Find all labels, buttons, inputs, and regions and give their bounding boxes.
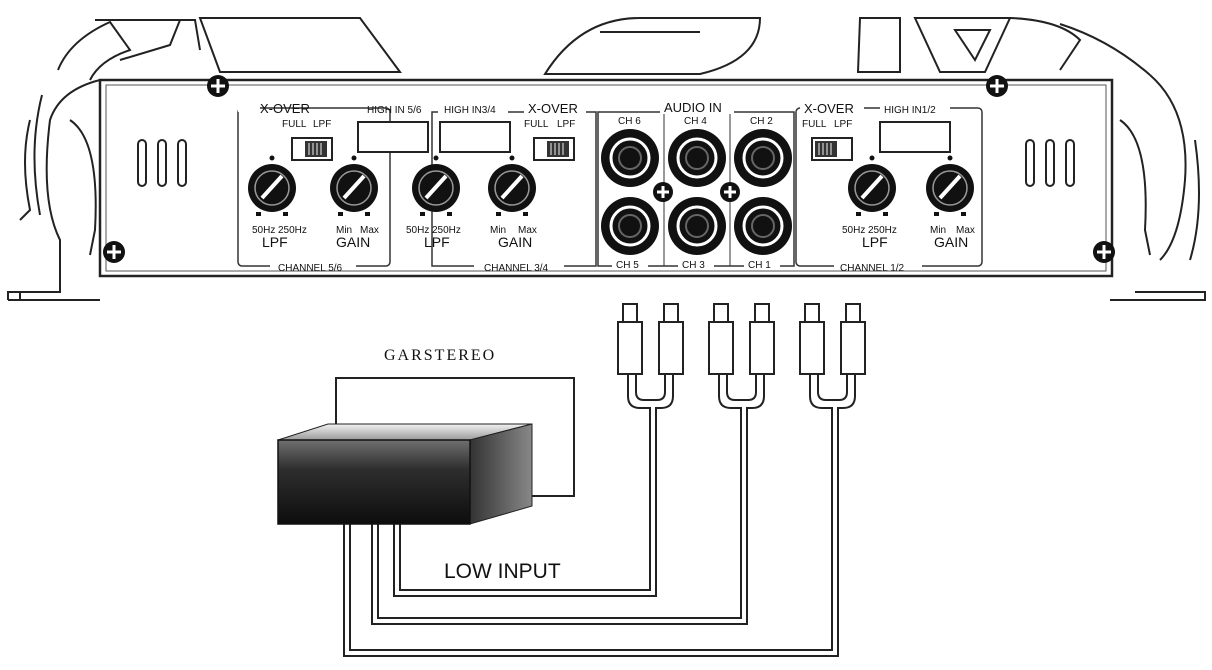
stereo-front-face — [277, 439, 471, 525]
xover-switch[interactable] — [533, 137, 575, 161]
screw-icon — [653, 182, 673, 202]
screw-icon — [986, 75, 1008, 97]
lpf-min-label: 50Hz — [842, 225, 865, 236]
gain-max-label: Max — [956, 225, 975, 236]
gain-max-label: Max — [360, 225, 379, 236]
gain-knob[interactable] — [488, 155, 536, 217]
rca-cable-pair-3 — [799, 303, 866, 430]
amplifier-heatsink — [7, 17, 1206, 301]
gain-knob[interactable] — [330, 155, 378, 217]
ch4-label: CH 4 — [684, 116, 707, 127]
xover-switch[interactable] — [811, 137, 853, 161]
lpf-knob[interactable] — [848, 155, 896, 217]
xover-label: X-OVER — [260, 101, 310, 116]
switch-full-label: FULL — [282, 119, 307, 130]
audio-in-panel: AUDIO IN CH 6 CH 4 CH 2 CH 5 CH 3 CH 1 — [597, 100, 795, 271]
ch2-label: CH 2 — [750, 116, 773, 127]
lpf-knob-label: LPF — [424, 234, 450, 250]
rca-jack-ch6[interactable] — [601, 129, 659, 187]
low-input-label: LOW INPUT — [444, 560, 561, 583]
switch-full-label: FULL — [802, 119, 827, 130]
rca-jack-ch1[interactable] — [734, 197, 792, 255]
switch-full-label: FULL — [524, 119, 549, 130]
switch-lpf-label: LPF — [313, 119, 331, 130]
vent-slots-left — [137, 139, 187, 187]
switch-lpf-label: LPF — [557, 119, 575, 130]
channel-1-2-panel: X-OVER HIGH IN1/2 FULL LPF 50Hz 250Hz LP… — [795, 101, 983, 274]
stereo-label: GARSTEREO — [384, 347, 496, 364]
ch5-label: CH 5 — [616, 260, 639, 271]
gain-min-label: Min — [336, 225, 352, 236]
channel-label: CHANNEL 5/6 — [278, 263, 343, 274]
gain-knob[interactable] — [926, 155, 974, 217]
ch3-label: CH 3 — [682, 260, 705, 271]
high-in-3-4-connector[interactable] — [439, 121, 511, 153]
gain-max-label: Max — [518, 225, 537, 236]
lpf-max-label: 250Hz — [868, 225, 897, 236]
high-in-label: HIGH IN3/4 — [444, 105, 496, 116]
ch1-label: CH 1 — [748, 260, 771, 271]
xover-switch[interactable] — [291, 137, 333, 161]
channel-label: CHANNEL 1/2 — [840, 263, 905, 274]
low-input-cables — [343, 430, 839, 657]
lpf-min-label: 50Hz — [252, 225, 275, 236]
high-in-label: HIGH IN1/2 — [884, 105, 936, 116]
lpf-max-label: 250Hz — [278, 225, 307, 236]
screw-icon — [1093, 241, 1115, 263]
high-in-1-2-connector[interactable] — [879, 121, 951, 153]
gain-min-label: Min — [490, 225, 506, 236]
rca-cable-pair-2 — [708, 303, 775, 430]
screw-icon — [207, 75, 229, 97]
gain-knob-label: GAIN — [498, 234, 532, 250]
rca-jack-ch5[interactable] — [601, 197, 659, 255]
high-in-5-6-connector[interactable] — [357, 121, 429, 153]
xover-label: X-OVER — [804, 101, 854, 116]
lpf-knob-label: LPF — [262, 234, 288, 250]
xover-label: X-OVER — [528, 101, 578, 116]
rca-jack-ch4[interactable] — [668, 129, 726, 187]
gain-knob-label: GAIN — [934, 234, 968, 250]
gain-knob-label: GAIN — [336, 234, 370, 250]
ch6-label: CH 6 — [618, 116, 641, 127]
vent-slots-right — [1025, 139, 1075, 187]
rca-jack-ch3[interactable] — [668, 197, 726, 255]
lpf-knob[interactable] — [412, 155, 460, 217]
audio-in-label: AUDIO IN — [664, 100, 722, 115]
high-in-label: HIGH IN 5/6 — [367, 105, 422, 116]
rca-cable-pair-1 — [617, 303, 684, 430]
lpf-knob-label: LPF — [862, 234, 888, 250]
stereo-side-face — [469, 423, 533, 525]
rca-jack-ch2[interactable] — [734, 129, 792, 187]
lpf-min-label: 50Hz — [406, 225, 429, 236]
gain-min-label: Min — [930, 225, 946, 236]
lpf-max-label: 250Hz — [432, 225, 461, 236]
screw-icon — [103, 241, 125, 263]
channel-3-4-panel: HIGH IN3/4 X-OVER FULL LPF 50Hz 250Hz LP… — [406, 101, 597, 274]
car-stereo — [277, 377, 575, 525]
channel-label: CHANNEL 3/4 — [484, 263, 549, 274]
channel-5-6-panel: X-OVER HIGH IN 5/6 FULL LPF 50Hz 250Hz L… — [237, 101, 422, 274]
screw-icon — [720, 182, 740, 202]
lpf-knob[interactable] — [248, 155, 296, 217]
switch-lpf-label: LPF — [834, 119, 852, 130]
